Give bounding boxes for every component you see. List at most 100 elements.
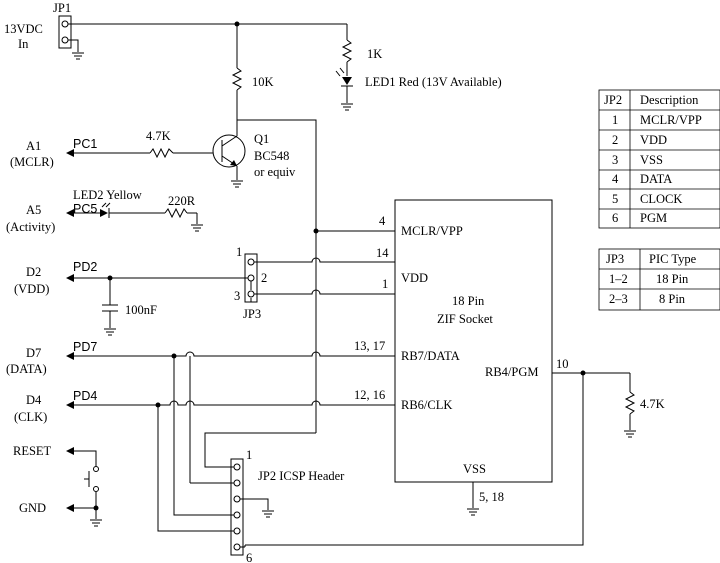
socket-pin-vdd: VDD — [401, 271, 428, 285]
jp2-table-cell: 3 — [612, 153, 618, 167]
resistor-10k-label: 10K — [252, 75, 274, 89]
jp2-table-cell: MCLR/VPP — [640, 113, 702, 127]
jp2-table-cell: 1 — [612, 113, 618, 127]
pin-number-mclr: 4 — [379, 214, 386, 228]
port-a1-func: (MCLR) — [10, 155, 54, 169]
jp3-table-cell: 8 Pin — [659, 292, 686, 306]
capacitor-label: 100nF — [125, 303, 157, 317]
jp3-pin-3: 3 — [234, 289, 240, 303]
port-d2-func: (VDD) — [14, 282, 49, 296]
jp2-table-cell: DATA — [640, 172, 672, 186]
net-pd2: PD2 — [73, 260, 97, 274]
ground-symbol — [89, 519, 103, 527]
jp1-connector — [58, 15, 72, 49]
jp2-table-header-pin: JP2 — [604, 93, 622, 107]
jp2-table-cell: VSS — [640, 153, 663, 167]
jp3-table-header-type: PIC Type — [649, 252, 697, 266]
jp3-table-header-pin: JP3 — [606, 252, 624, 266]
reset-button — [84, 466, 99, 492]
net-pc1: PC1 — [73, 137, 97, 151]
pin-number-vdd-1: 1 — [382, 277, 388, 291]
port-a5-pin: A5 — [26, 203, 41, 217]
capacitor-100nf — [102, 304, 118, 312]
ground-symbol — [190, 224, 204, 232]
q1-note: or equiv — [254, 165, 296, 179]
socket-title-2: ZIF Socket — [437, 312, 493, 326]
jp2-table-cell: PGM — [640, 211, 667, 225]
ground-symbol — [340, 103, 354, 111]
port-arrow — [66, 352, 74, 360]
pin-number-vdd-14: 14 — [376, 246, 389, 260]
resistor-1k-label: 1K — [367, 47, 382, 61]
socket-pin-mclr: MCLR/VPP — [401, 224, 463, 238]
port-d4-pin: D4 — [26, 393, 42, 407]
jp2-label: JP2 ICSP Header — [258, 469, 345, 483]
jp3-table-cell: 2–3 — [609, 292, 628, 306]
jp2-pin-last: 6 — [246, 551, 252, 563]
led2-label: LED2 Yellow — [73, 188, 142, 202]
socket-title-1: 18 Pin — [452, 294, 485, 308]
socket-pin-rb7: RB7/DATA — [401, 349, 460, 363]
resistor-4k7-pgm-label: 4.7K — [640, 397, 665, 411]
pin-number-rb6: 12, 16 — [354, 388, 385, 402]
port-arrow — [66, 149, 74, 157]
led1-label: LED1 Red (13V Available) — [365, 75, 502, 89]
jp3-table-cell: 1–2 — [609, 272, 628, 286]
jp3-table — [598, 248, 720, 311]
port-gnd: GND — [19, 501, 46, 515]
jp2-table-cell: VDD — [640, 133, 667, 147]
socket-pin-rb4: RB4/PGM — [485, 365, 539, 379]
port-d4-func: (CLK) — [14, 410, 47, 424]
resistor-4k7-pgm — [624, 391, 636, 415]
zif-socket — [394, 199, 553, 483]
net-pd7: PD7 — [73, 340, 97, 354]
jp2-pin-first: 1 — [246, 448, 252, 462]
jp2-table-cell: 6 — [612, 211, 618, 225]
led1-symbol — [335, 67, 353, 87]
port-arrow — [66, 401, 74, 409]
ground-symbol — [466, 508, 480, 516]
jp3-label: JP3 — [243, 307, 261, 321]
q1-name: Q1 — [254, 132, 269, 146]
ground-symbol — [103, 328, 117, 336]
ground-symbol — [261, 510, 275, 518]
pin-number-rb4: 10 — [556, 357, 569, 371]
q1-part: BC548 — [254, 149, 289, 163]
resistor-1k — [341, 39, 353, 63]
jp2-table-cell: CLOCK — [640, 192, 682, 206]
resistor-4k7-base-label: 4.7K — [146, 129, 171, 143]
port-a5-func: (Activity) — [6, 220, 55, 234]
ground-symbol — [230, 180, 244, 188]
ground-symbol — [623, 430, 637, 438]
jp2-table-cell: 4 — [612, 172, 619, 186]
pin-number-vss: 5, 18 — [479, 490, 504, 504]
port-reset: RESET — [13, 444, 52, 458]
net-pd4: PD4 — [73, 389, 97, 403]
pin-number-rb7: 13, 17 — [354, 339, 385, 353]
port-arrow — [66, 209, 74, 217]
net-pc5: PC5 — [73, 202, 97, 216]
jp2-table — [598, 89, 720, 229]
port-arrow — [66, 447, 74, 455]
jp3-pin-2: 2 — [261, 271, 267, 285]
q1-transistor — [212, 134, 246, 168]
jp2-table-header-desc: Description — [640, 93, 699, 107]
jp2-header — [230, 458, 244, 556]
jp3-table-cell: 18 Pin — [656, 272, 689, 286]
port-a1-pin: A1 — [26, 139, 41, 153]
resistor-4k7-base — [149, 147, 174, 159]
socket-pin-rb6: RB6/CLK — [401, 398, 452, 412]
port-d7-pin: D7 — [26, 346, 41, 360]
resistor-220r-label: 220R — [168, 194, 196, 208]
resistor-220r — [164, 207, 188, 219]
port-d2-pin: D2 — [26, 265, 41, 279]
port-d7-func: (DATA) — [6, 362, 47, 376]
jp2-table-cell: 5 — [612, 192, 618, 206]
jp1-label-line2: In — [18, 37, 29, 51]
jp3-pin-1: 1 — [236, 245, 242, 259]
led2-symbol — [100, 202, 111, 218]
ground-symbol — [71, 52, 85, 60]
jp1-title: JP1 — [53, 1, 71, 15]
junction-dot — [93, 505, 99, 511]
